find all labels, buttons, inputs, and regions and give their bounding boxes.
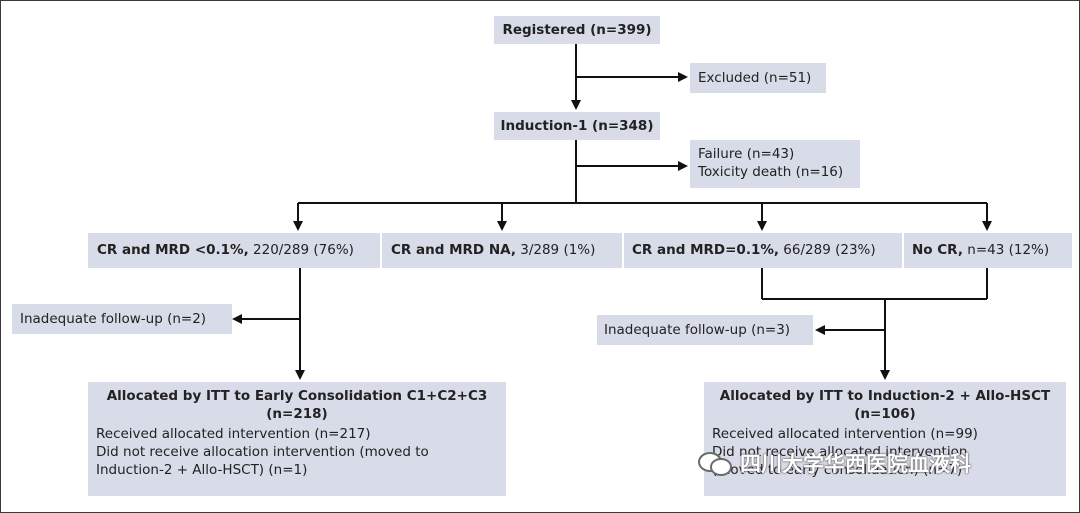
watermark: 四川大学华西医院血液科 bbox=[698, 448, 971, 478]
failure-box: Failure (n=43) Toxicity death (n=16) bbox=[690, 140, 860, 188]
branch-3-rest: 66/289 (23%) bbox=[779, 242, 876, 258]
alloc-right-n: (n=106) bbox=[854, 406, 916, 422]
registered-label: Registered (n=399) bbox=[502, 22, 652, 38]
branch-cr-mrd-high: CR and MRD=0.1%, 66/289 (23%) bbox=[624, 233, 902, 268]
alloc-right-line2: Did not receive allocated intervention bbox=[712, 444, 968, 460]
branch-1-bold: CR and MRD <0.1%, bbox=[97, 242, 249, 258]
alloc-right-box: Allocated by ITT to Induction-2 + Allo-H… bbox=[704, 382, 1066, 496]
branch-4-bold: No CR, bbox=[912, 242, 963, 258]
alloc-left-line1: Received allocated intervention (n=217) bbox=[96, 426, 371, 442]
toxicity-death-label: Toxicity death (n=16) bbox=[698, 164, 844, 180]
branch-no-cr: No CR, n=43 (12%) bbox=[904, 233, 1072, 268]
alloc-right-title: Allocated by ITT to Induction-2 + Allo-H… bbox=[719, 388, 1051, 404]
alloc-right-line1: Received allocated intervention (n=99) bbox=[712, 426, 978, 442]
alloc-right-line3: (moved to early consolidation) (n=7) bbox=[712, 462, 963, 478]
branch-cr-mrd-low: CR and MRD <0.1%, 220/289 (76%) bbox=[88, 233, 380, 268]
branch-1-rest: 220/289 (76%) bbox=[248, 242, 354, 258]
alloc-left-line2: Did not receive allocation intervention … bbox=[96, 444, 429, 460]
branch-3-bold: CR and MRD=0.1%, bbox=[632, 242, 780, 258]
excluded-label: Excluded (n=51) bbox=[698, 70, 812, 86]
followup-left-label: Inadequate follow-up (n=2) bbox=[20, 311, 207, 327]
watermark-text: 四川大学华西医院血液科 bbox=[740, 452, 971, 476]
excluded-box: Excluded (n=51) bbox=[690, 63, 826, 93]
failure-label: Failure (n=43) bbox=[698, 146, 795, 162]
branch-2-bold: CR and MRD NA, bbox=[391, 242, 516, 258]
alloc-left-box: Allocated by ITT to Early Consolidation … bbox=[88, 382, 506, 496]
wechat-logo-icon bbox=[698, 450, 734, 476]
induction1-box: Induction-1 (n=348) bbox=[494, 112, 660, 140]
followup-right-label: Inadequate follow-up (n=3) bbox=[604, 322, 791, 338]
alloc-left-line3: Induction-2 + Allo-HSCT) (n=1) bbox=[96, 462, 308, 478]
registered-box: Registered (n=399) bbox=[494, 16, 660, 44]
branch-cr-mrd-na: CR and MRD NA, 3/289 (1%) bbox=[382, 233, 622, 268]
branch-2-rest: 3/289 (1%) bbox=[515, 242, 596, 258]
followup-left-box: Inadequate follow-up (n=2) bbox=[12, 304, 232, 334]
branch-4-rest: n=43 (12%) bbox=[962, 242, 1050, 258]
alloc-left-title: Allocated by ITT to Early Consolidation … bbox=[106, 388, 488, 404]
followup-right-box: Inadequate follow-up (n=3) bbox=[597, 315, 813, 345]
alloc-left-n: (n=218) bbox=[266, 406, 328, 422]
induction1-label: Induction-1 (n=348) bbox=[500, 118, 654, 134]
